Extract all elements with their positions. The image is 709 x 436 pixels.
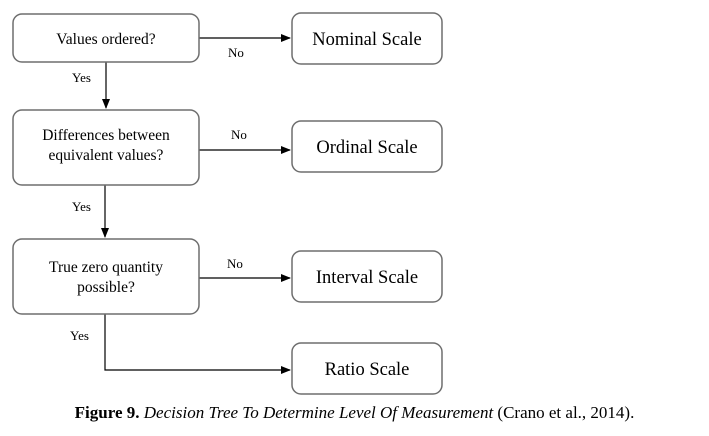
edge-q2-no-label: No (231, 127, 247, 142)
scale-node-interval: Interval Scale (291, 250, 443, 303)
scale-text-ordinal: Ordinal Scale (316, 138, 417, 158)
scale-text-interval: Interval Scale (316, 268, 418, 288)
scale-node-ordinal: Ordinal Scale (291, 120, 443, 173)
edge-q2-yes-label: Yes (72, 199, 91, 214)
edge-q1-yes-label: Yes (72, 70, 91, 85)
edge-q3-yes-label: Yes (70, 328, 89, 343)
question-node-true-zero: True zero quantity possible? (12, 238, 200, 315)
edge-q1-no-label: No (228, 45, 244, 60)
caption-figure-label: Figure 9. (74, 403, 140, 422)
scale-text-ratio: Ratio Scale (325, 360, 410, 380)
edge-q3-yes-arrow (104, 314, 291, 374)
question-text-true-zero-line-1: True zero quantity (49, 259, 163, 276)
scale-node-ratio: Ratio Scale (291, 342, 443, 395)
scale-text-nominal: Nominal Scale (312, 30, 421, 50)
question-node-values-ordered: Values ordered? (12, 13, 200, 63)
caption-figure-title: Decision Tree To Determine Level Of Meas… (143, 403, 494, 422)
question-text-differences-line-2: equivalent values? (49, 147, 164, 164)
scale-node-nominal: Nominal Scale (291, 12, 443, 65)
decision-tree-diagram: No Yes No Yes No Yes Values ordered? Dif… (12, 12, 443, 395)
caption-figure-source: (Crano et al., 2014). (497, 403, 635, 422)
edge-q3-no-label: No (227, 256, 243, 271)
figure-caption: Figure 9. Decision Tree To Determine Lev… (0, 403, 709, 423)
question-node-differences: Differences between equivalent values? (12, 109, 200, 186)
question-text-true-zero-line-2: possible? (77, 279, 135, 296)
question-text-differences-line-1: Differences between (42, 127, 170, 144)
question-text-values-ordered: Values ordered? (56, 31, 156, 48)
